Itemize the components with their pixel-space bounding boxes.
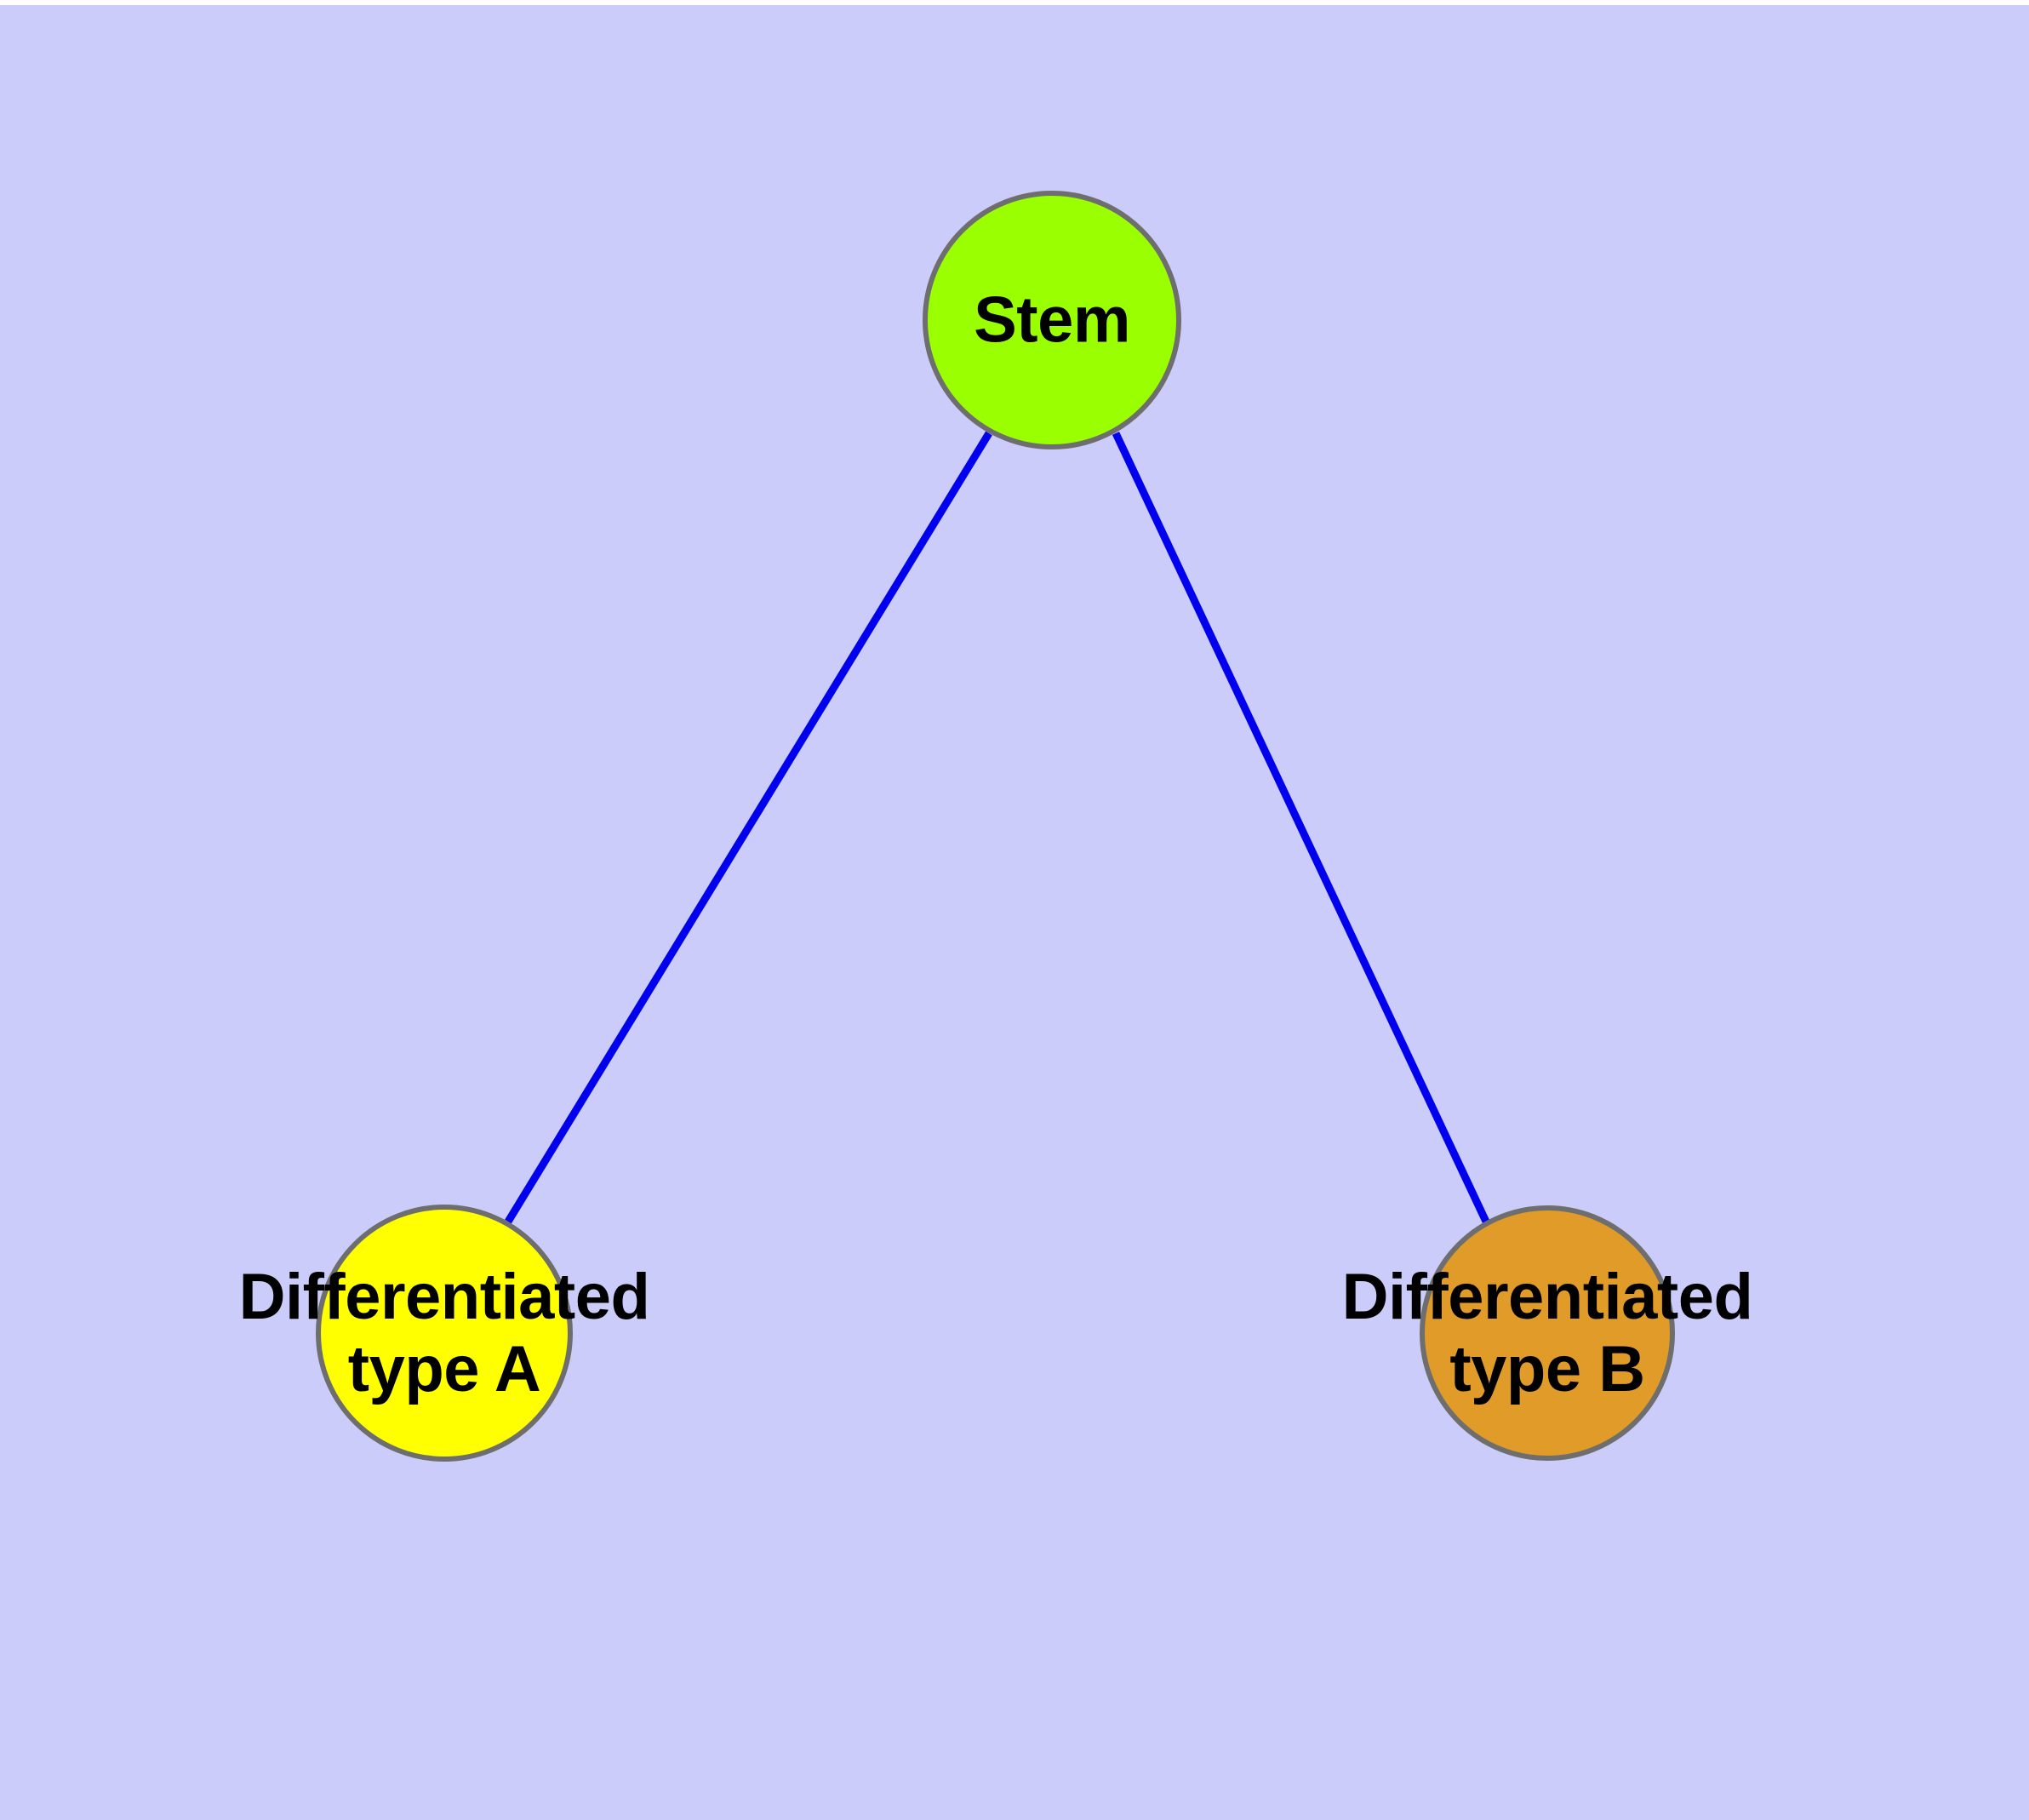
node-stem[interactable]: Stem (923, 191, 1181, 449)
node-differentiated-type-a-circle[interactable] (316, 1205, 573, 1462)
edge-stem-to-differentiated-type-b (1112, 432, 1490, 1223)
node-stem-circle[interactable] (923, 191, 1181, 449)
node-differentiated-type-b-circle[interactable] (1420, 1205, 1675, 1461)
node-stem-label: Stem (974, 283, 1130, 357)
node-b-label-line-1: Differentiated (1341, 1260, 1753, 1333)
node-a-label-line-1: Differentiated (238, 1260, 650, 1333)
node-a-label-line-2: type A (347, 1333, 541, 1405)
node-b-label-line-2: type B (1449, 1333, 1645, 1405)
edge-stem-to-differentiated-type-a (505, 431, 992, 1224)
